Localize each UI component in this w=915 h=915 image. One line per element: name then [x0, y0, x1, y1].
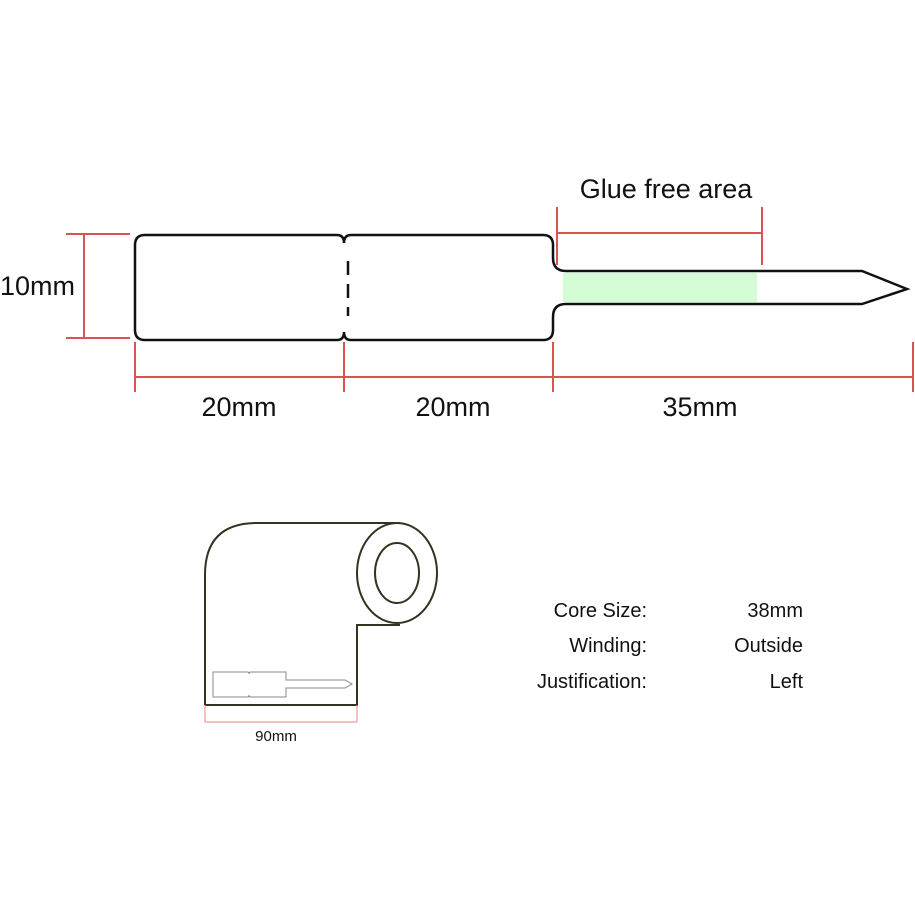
- roll-width-dimension: [204, 705, 358, 723]
- mini-label-icon: [212, 671, 354, 698]
- glue-dimension: [556, 207, 763, 265]
- spec-key-justification: Justification:: [537, 671, 647, 693]
- glue-free-area: [563, 273, 757, 302]
- length-dimension: [134, 342, 914, 392]
- glue-label: Glue free area: [580, 174, 754, 204]
- spec-value-justification: Left: [770, 671, 804, 693]
- spec-list: Core Size: 38mm Winding: Outside Justifi…: [537, 600, 804, 693]
- height-label: 10mm: [0, 271, 75, 301]
- segment-2-label: 20mm: [415, 392, 490, 422]
- segment-1-label: 20mm: [201, 392, 276, 422]
- spec-value-winding: Outside: [734, 635, 803, 657]
- label-outline: [133, 233, 911, 342]
- height-dimension: [66, 233, 130, 339]
- segment-3-label: 35mm: [662, 392, 737, 422]
- roll-width-label: 90mm: [255, 728, 297, 745]
- label-roll-illustration: [204, 522, 438, 706]
- spec-key-core-size: Core Size:: [554, 600, 647, 622]
- spec-value-core-size: 38mm: [747, 600, 803, 622]
- spec-key-winding: Winding:: [569, 635, 647, 657]
